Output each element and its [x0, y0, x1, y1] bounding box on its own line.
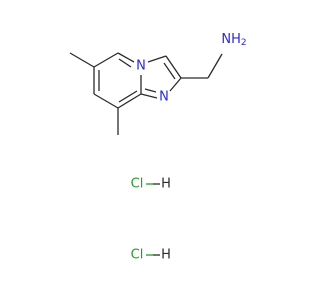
bond-c2-n1: [169, 77, 182, 92]
bond-c3-c2: [165, 55, 182, 79]
bond-n4-c3: [147, 55, 167, 63]
amine-label-main: NH: [221, 32, 241, 47]
bond-c8-c8a-inner: [118, 90, 138, 103]
chlorine-label: Cl: [131, 177, 144, 192]
bond-ch2-nh2: [207, 53, 223, 79]
bond-c8-c8a: [117, 93, 142, 109]
structure-canvas: N N NH2 Cl H Cl H: [69, 32, 247, 263]
bond-c6-methyl: [69, 52, 95, 68]
bond-c3-c2-inner: [163, 62, 176, 80]
chlorine-label: Cl: [131, 248, 144, 263]
molecule-structure: N N NH2: [69, 32, 247, 135]
hcl-salt-1: Cl H: [131, 177, 171, 192]
bond-n4-c5: [117, 52, 135, 63]
bond-n4-c5-inner: [118, 58, 132, 68]
bridgehead-nitrogen-label: N: [136, 59, 146, 74]
amine-label-subscript: 2: [241, 38, 247, 48]
bond-n1-c8a-inner: [144, 88, 157, 93]
hydrogen-label: H: [161, 248, 171, 263]
hydrogen-label: H: [161, 177, 171, 192]
hcl-salt-2: Cl H: [131, 248, 171, 263]
bond-c5-c6: [93, 52, 119, 68]
bond-c7-c8: [93, 93, 119, 109]
bond-n1-c8a: [140, 93, 158, 99]
amine-label: NH2: [221, 32, 246, 49]
imine-nitrogen-label: N: [159, 90, 169, 105]
